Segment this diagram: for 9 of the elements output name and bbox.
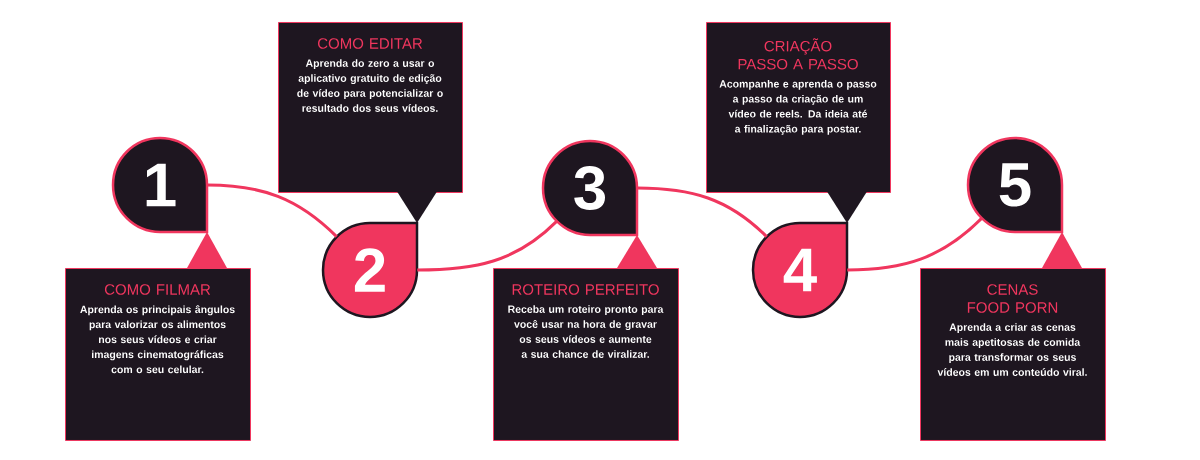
connector-line (637, 186, 768, 238)
connector-line (847, 217, 983, 272)
numbered-marker: 3 (541, 139, 639, 237)
numbered-marker: 1 (111, 136, 209, 234)
connector-line (207, 183, 338, 238)
connector-line (417, 220, 558, 272)
numbered-marker: 4 (751, 221, 849, 319)
numbered-marker: 5 (966, 136, 1064, 234)
numbered-marker: 2 (321, 221, 419, 319)
